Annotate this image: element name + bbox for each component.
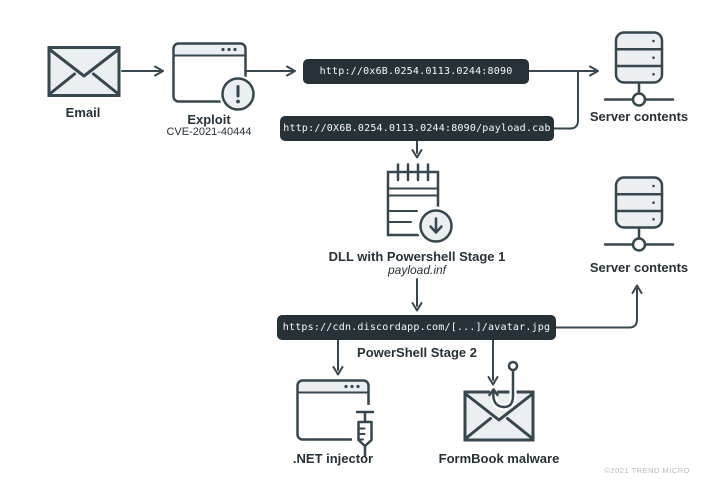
email-label: Email	[65, 105, 101, 120]
arrow-url1-to-server-top	[528, 65, 599, 77]
net-injector-label: .NET injector	[292, 451, 374, 466]
arrow-url2-to-dll	[411, 140, 423, 159]
exploit-cve-label: CVE-2021-40444	[166, 126, 252, 138]
server-icon	[603, 31, 675, 107]
server-icon	[603, 176, 675, 252]
formbook-label: FormBook malware	[438, 451, 560, 466]
arrow-url3-to-net-injector	[332, 339, 344, 376]
connector-url2-to-junction	[553, 70, 579, 130]
formbook-malware-icon	[463, 360, 535, 442]
server-top-label: Server contents	[589, 109, 689, 124]
url-pill-discord: https://cdn.discordapp.com/[...]/avatar.…	[277, 315, 556, 340]
arrow-exploit-to-url1	[244, 65, 296, 77]
fishhook-icon	[488, 360, 519, 411]
browser-exploit-icon	[172, 42, 257, 113]
url-pill-8090: http://0x6B.0254.0113.0244:8090	[303, 59, 529, 84]
copyright-text: ©2021 TREND MICRO	[604, 466, 690, 475]
arrow-url3-to-server-right	[555, 284, 643, 329]
browser-dots-icon	[221, 47, 237, 52]
browser-dots-icon	[344, 384, 360, 389]
server-right-label: Server contents	[589, 260, 689, 275]
download-icon	[416, 206, 456, 246]
email-icon	[47, 46, 121, 97]
dll-stage1-filename: payload.inf	[387, 263, 447, 277]
powershell-stage2-label: PowerShell Stage 2	[357, 345, 477, 360]
dll-stage1-label: DLL with Powershell Stage 1	[328, 249, 506, 264]
arrow-email-to-exploit	[121, 65, 164, 77]
exploit-label: Exploit	[187, 112, 231, 127]
browser-net-injector-icon	[296, 379, 376, 459]
notepad-icon	[386, 163, 456, 246]
arrow-dll-to-url3	[411, 278, 423, 312]
syringe-icon	[352, 405, 376, 459]
arrow-url3-to-formbook	[487, 339, 499, 386]
warning-icon	[219, 75, 257, 113]
url-pill-payload-cab: http://0X6B.0254.0113.0244:8090/payload.…	[280, 116, 554, 141]
